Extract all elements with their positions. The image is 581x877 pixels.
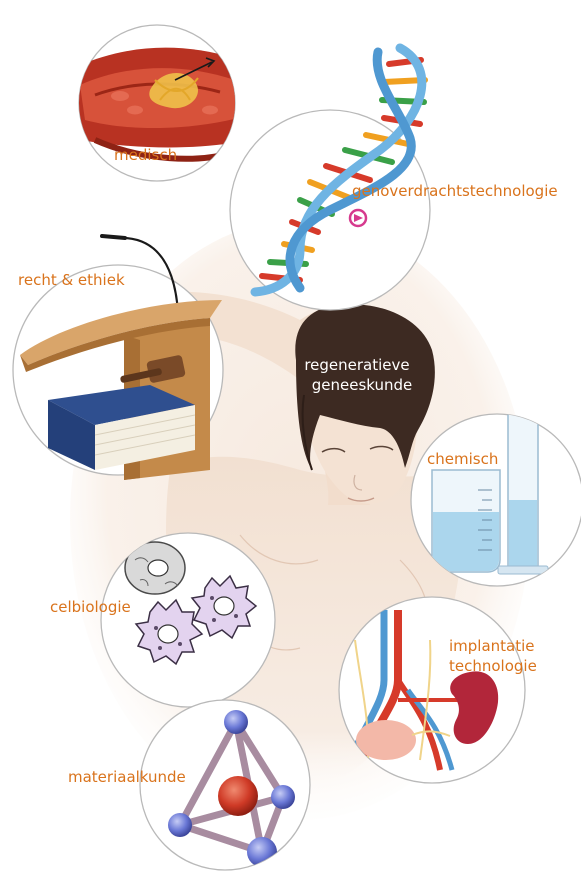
label-gene-transfer: genoverdrachtstechnologie (352, 182, 558, 200)
label-chemical: chemisch (427, 450, 498, 468)
label-cell-biology: celbiologie (50, 598, 131, 616)
implant-circle (339, 597, 525, 783)
center-label-line1: regeneratieve (304, 356, 409, 374)
center-label-line2: geneeskunde (312, 376, 413, 394)
blood-vessel-illustration (70, 48, 250, 159)
label-law-ethics: recht & ethiek (18, 271, 125, 289)
label-medical: medisch (114, 146, 177, 164)
label-implant-line1: implantatie (449, 637, 535, 655)
label-implant-line2: technologie (449, 657, 537, 675)
cell-biology-circle (101, 533, 275, 707)
label-materials: materiaalkunde (68, 768, 186, 786)
chemical-circle (411, 412, 581, 586)
